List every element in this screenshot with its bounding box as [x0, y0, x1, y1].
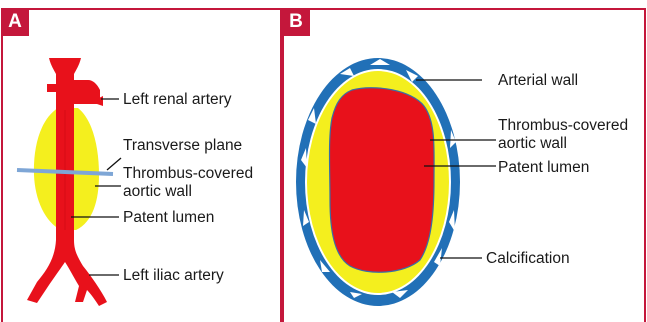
leader-plane	[107, 158, 121, 170]
label-patent-lumen-a: Patent lumen	[123, 209, 214, 226]
label-thrombus-a-line2: aortic wall	[123, 183, 192, 200]
panel-a: A Left renal artery Transverse plane Thr…	[1, 8, 282, 322]
label-thrombus-b-line1: Thrombus-covered	[498, 117, 628, 134]
label-transverse-plane: Transverse plane	[123, 137, 242, 154]
label-left-renal-artery: Left renal artery	[123, 91, 232, 108]
aorta-longitudinal-illustration: Left renal artery Transverse plane Throm…	[3, 10, 280, 322]
panel-b: B Arterial wall	[282, 8, 646, 322]
label-thrombus-a-line1: Thrombus-covered	[123, 165, 253, 182]
label-patent-lumen-b: Patent lumen	[498, 159, 589, 176]
aorta-cross-section-illustration: Arterial wall Thrombus-covered aortic wa…	[284, 10, 644, 322]
label-left-iliac-artery: Left iliac artery	[123, 267, 224, 284]
label-thrombus-b-line2: aortic wall	[498, 135, 567, 152]
label-calcification: Calcification	[486, 250, 570, 267]
patent-lumen	[330, 88, 435, 273]
iliac-bifurcation	[27, 240, 107, 306]
label-arterial-wall: Arterial wall	[498, 72, 578, 89]
right-renal-stub	[47, 84, 57, 92]
